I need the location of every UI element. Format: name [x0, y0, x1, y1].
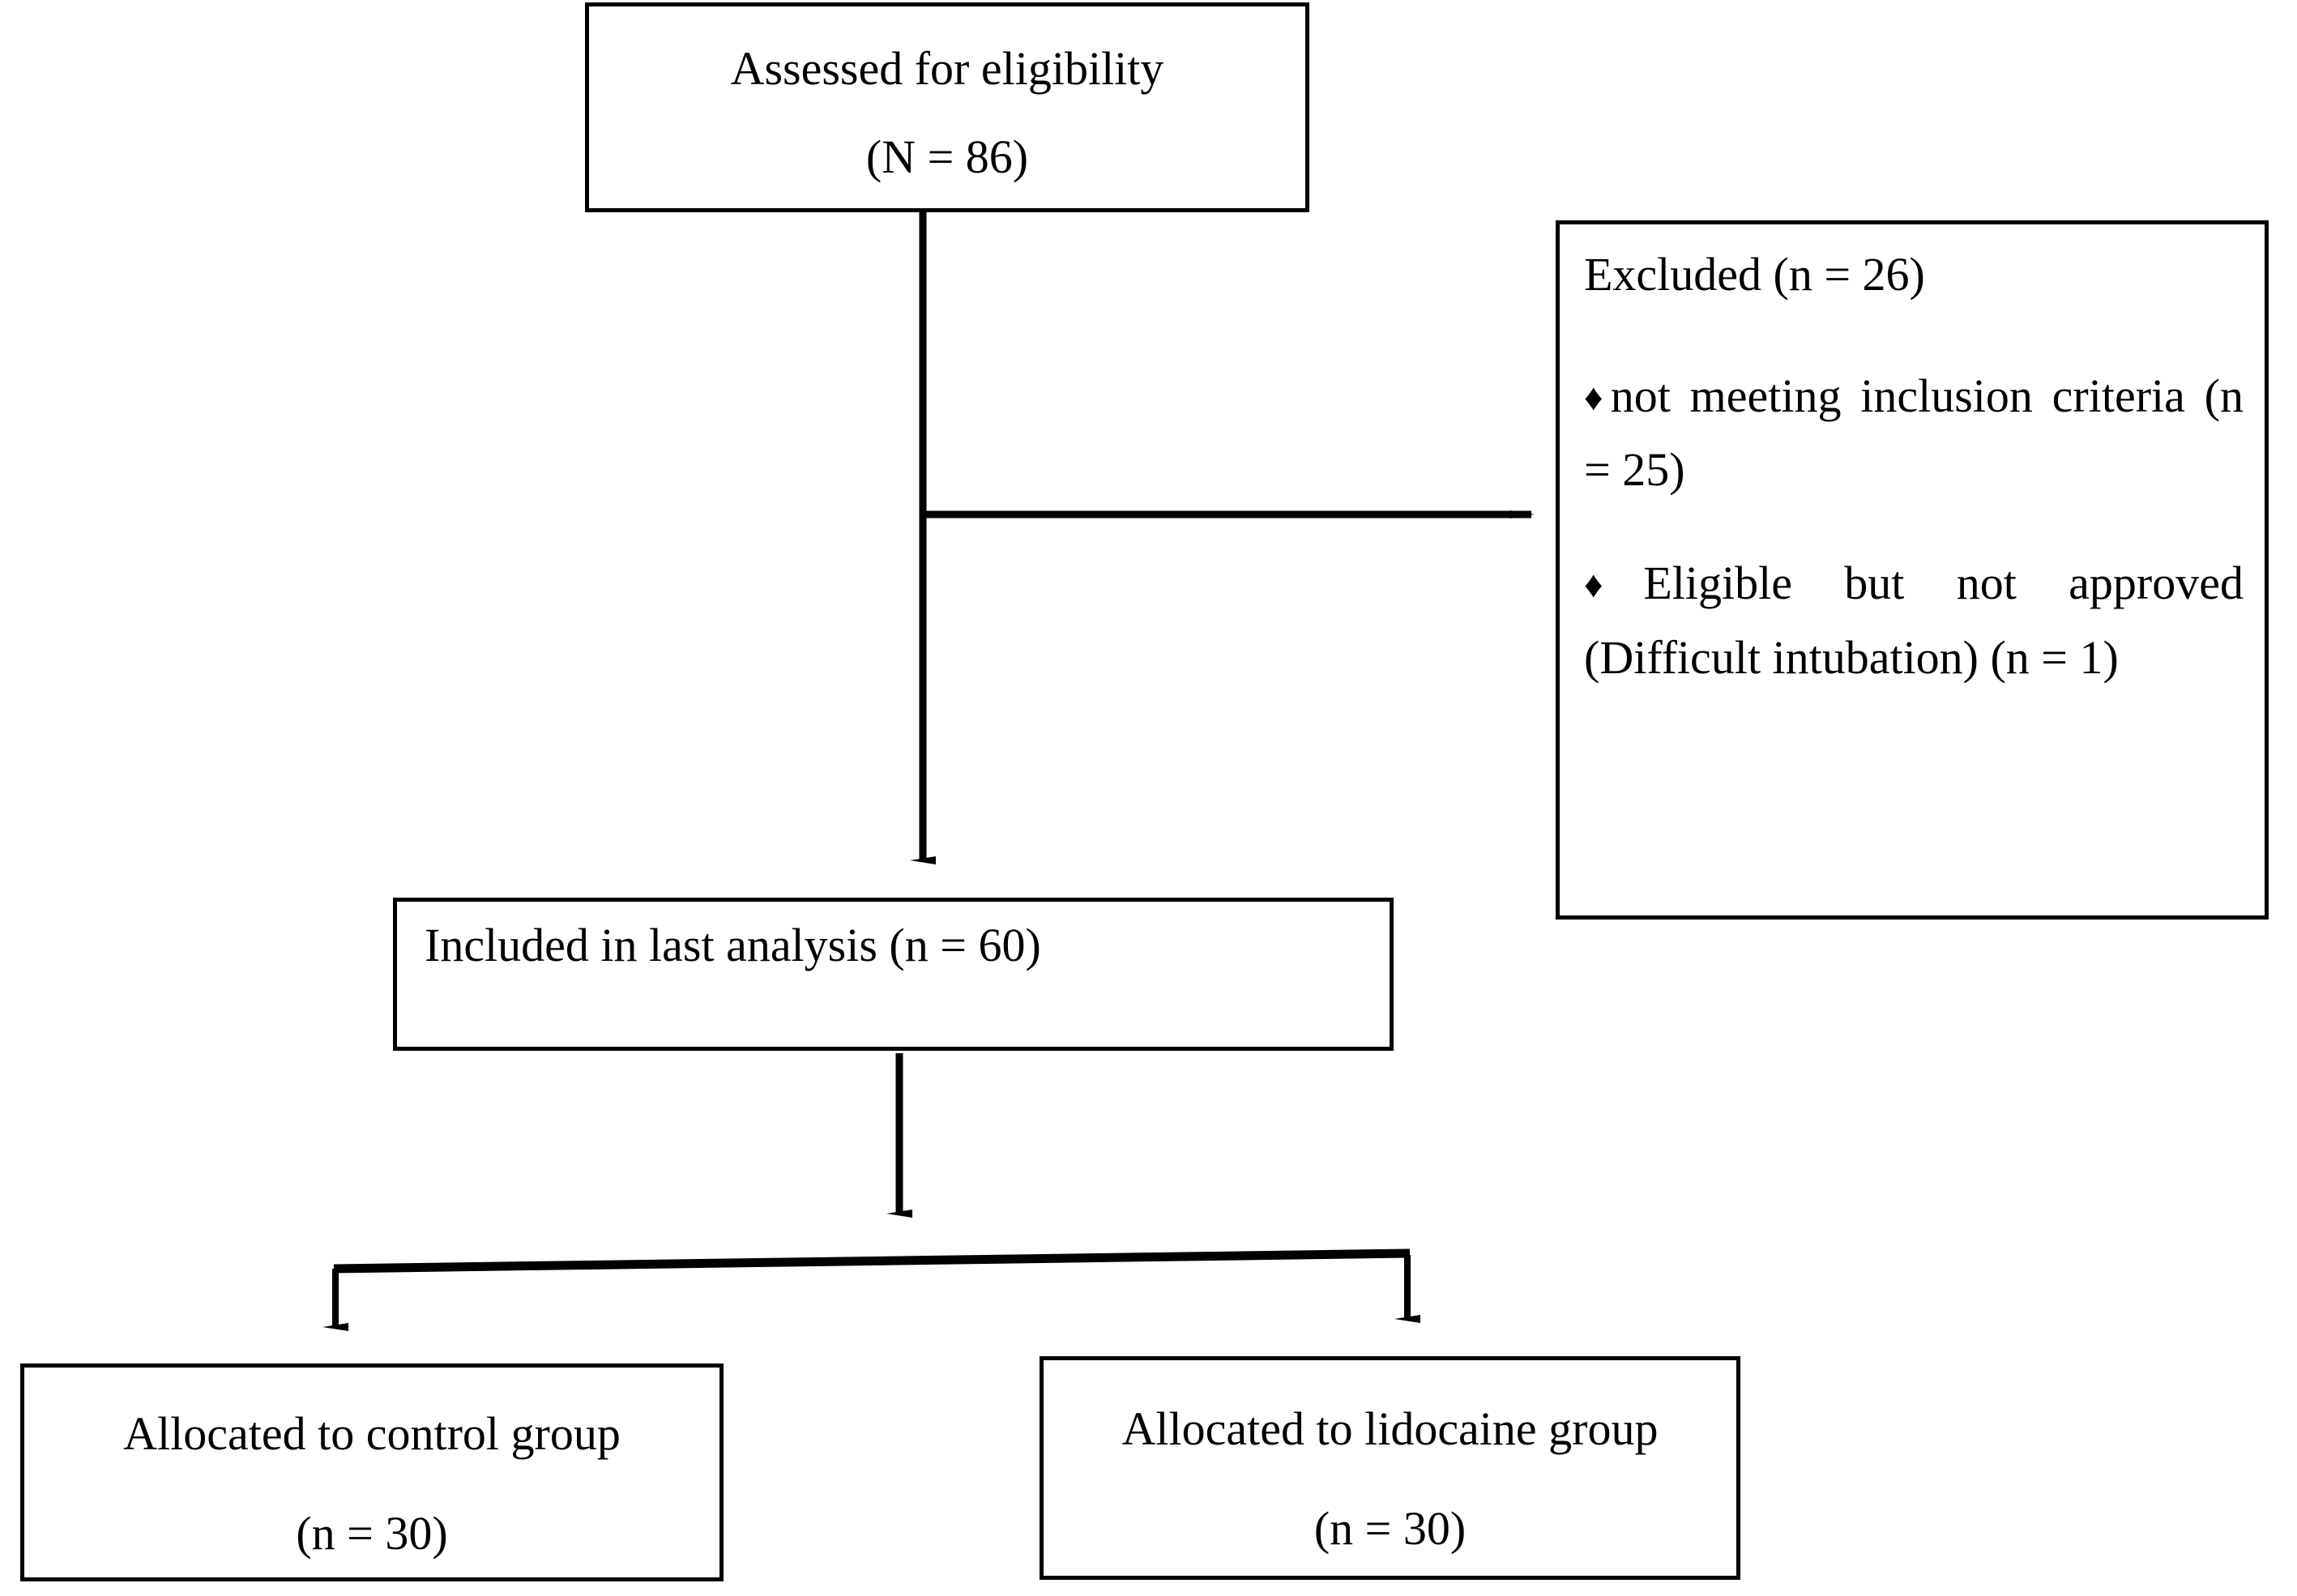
- node-lidocaine-line2: (n = 30): [1313, 1502, 1467, 1555]
- node-excluded-item-2: ♦Eligible but not approved (Difficult in…: [1584, 546, 2244, 694]
- node-lidocaine-line1: Allocated to lidocaine group: [1121, 1402, 1659, 1456]
- node-excluded-item-1-text: not meeting inclusion criteria (n = 25): [1584, 369, 2244, 497]
- node-control-line1: Allocated to control group: [123, 1406, 621, 1460]
- node-allocated-lidocaine-group: Allocated to lidocaine group (n = 30): [1040, 1356, 1740, 1580]
- node-included-in-last-analysis: Included in last analysis (n = 60): [393, 898, 1394, 1051]
- connector-split-bar: [333, 1248, 1411, 1274]
- node-allocated-control-group: Allocated to control group (n = 30): [20, 1363, 724, 1581]
- node-assessed-line1: Assessed for eligibility: [730, 41, 1164, 95]
- node-excluded: Excluded (n = 26) ♦not meeting inclusion…: [1556, 220, 2269, 920]
- diamond-bullet-icon: ♦: [1584, 376, 1611, 418]
- node-excluded-item-2-text: Eligible but not approved (Difficult int…: [1584, 557, 2244, 684]
- node-excluded-item-1: ♦not meeting inclusion criteria (n = 25): [1584, 359, 2244, 507]
- node-assessed-line2: (N = 86): [865, 130, 1029, 183]
- node-included-line1: Included in last analysis (n = 60): [425, 919, 1041, 971]
- node-control-line2: (n = 30): [296, 1506, 448, 1560]
- diamond-bullet-icon: ♦: [1584, 564, 1644, 606]
- node-excluded-heading: Excluded (n = 26): [1584, 248, 1925, 301]
- node-assessed-for-eligibility: Assessed for eligibility (N = 86): [585, 2, 1309, 212]
